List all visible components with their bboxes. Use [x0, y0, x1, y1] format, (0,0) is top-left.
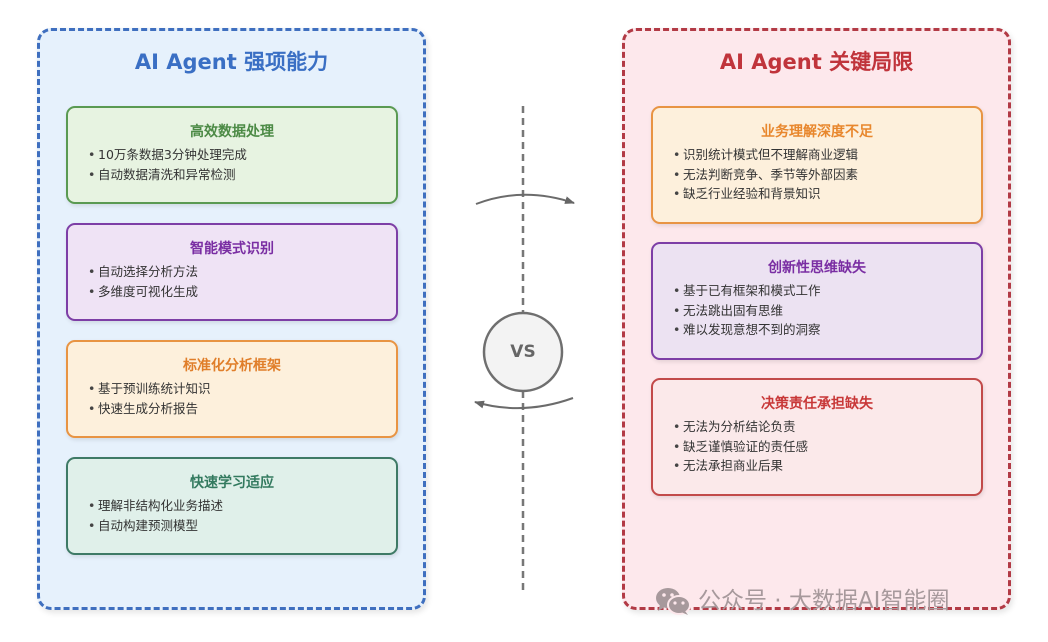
arrow-right-icon: [475, 193, 575, 205]
card-item: 自动构建预测模型: [88, 516, 396, 536]
card-item: 缺乏行业经验和背景知识: [673, 184, 981, 204]
card-title: 智能模式识别: [190, 241, 274, 257]
vs-circle: [482, 311, 564, 393]
strength-card-standard-framework: 标准化分析框架 基于预训练统计知识 快速生成分析报告: [66, 340, 398, 438]
card-item-list: 理解非结构化业务描述 自动构建预测模型: [68, 496, 396, 535]
limitations-panel-title: AI Agent 关键局限: [719, 50, 914, 74]
card-item-list: 10万条数据3分钟处理完成 自动数据清洗和异常检测: [68, 145, 396, 184]
watermark-text: 公众号 · 大数据AI智能圈: [698, 588, 950, 614]
strength-card-fast-learning: 快速学习适应 理解非结构化业务描述 自动构建预测模型: [66, 457, 398, 555]
card-item: 10万条数据3分钟处理完成: [88, 145, 396, 165]
strength-card-pattern-recognition: 智能模式识别 自动选择分析方法 多维度可视化生成: [66, 223, 398, 321]
card-item: 快速生成分析报告: [88, 399, 396, 419]
card-title: 高效数据处理: [190, 124, 274, 140]
strengths-panel-title: AI Agent 强项能力: [134, 50, 329, 74]
card-item: 基于已有框架和模式工作: [673, 281, 981, 301]
card-item: 缺乏谨慎验证的责任感: [673, 437, 981, 457]
card-item: 无法判断竞争、季节等外部因素: [673, 165, 981, 185]
card-item: 无法为分析结论负责: [673, 417, 981, 437]
wechat-icon: [656, 588, 691, 615]
card-title: 决策责任承担缺失: [761, 396, 873, 412]
card-item: 自动选择分析方法: [88, 262, 396, 282]
card-item: 无法跳出固有思维: [673, 301, 981, 321]
card-title: 标准化分析框架: [183, 358, 281, 374]
card-item: 识别统计模式但不理解商业逻辑: [673, 145, 981, 165]
card-item-list: 识别统计模式但不理解商业逻辑 无法判断竞争、季节等外部因素 缺乏行业经验和背景知…: [653, 145, 981, 204]
card-item-list: 基于已有框架和模式工作 无法跳出固有思维 难以发现意想不到的洞察: [653, 281, 981, 340]
strengths-panel: AI Agent 强项能力 高效数据处理 10万条数据3分钟处理完成 自动数据清…: [37, 28, 426, 610]
card-item: 无法承担商业后果: [673, 456, 981, 476]
card-item: 自动数据清洗和异常检测: [88, 165, 396, 185]
card-item-list: 自动选择分析方法 多维度可视化生成: [68, 262, 396, 301]
card-item: 理解非结构化业务描述: [88, 496, 396, 516]
card-title: 快速学习适应: [190, 475, 274, 491]
card-item-list: 无法为分析结论负责 缺乏谨慎验证的责任感 无法承担商业后果: [653, 417, 981, 476]
card-item-list: 基于预训练统计知识 快速生成分析报告: [68, 379, 396, 418]
arrow-left-icon: [474, 397, 574, 410]
limitation-card-business-understanding: 业务理解深度不足 识别统计模式但不理解商业逻辑 无法判断竞争、季节等外部因素 缺…: [651, 106, 983, 224]
strength-card-data-processing: 高效数据处理 10万条数据3分钟处理完成 自动数据清洗和异常检测: [66, 106, 398, 204]
card-item: 多维度可视化生成: [88, 282, 396, 302]
card-title: 创新性思维缺失: [768, 260, 866, 276]
watermark: 公众号 · 大数据AI智能圈: [654, 586, 949, 616]
limitations-panel: AI Agent 关键局限 业务理解深度不足 识别统计模式但不理解商业逻辑 无法…: [622, 28, 1011, 615]
card-title: 业务理解深度不足: [761, 124, 873, 140]
vs-label: VS: [510, 342, 536, 362]
card-item: 基于预训练统计知识: [88, 379, 396, 399]
limitation-card-innovation: 创新性思维缺失 基于已有框架和模式工作 无法跳出固有思维 难以发现意想不到的洞察: [651, 242, 983, 360]
card-item: 难以发现意想不到的洞察: [673, 320, 981, 340]
limitation-card-responsibility: 决策责任承担缺失 无法为分析结论负责 缺乏谨慎验证的责任感 无法承担商业后果: [651, 378, 983, 496]
